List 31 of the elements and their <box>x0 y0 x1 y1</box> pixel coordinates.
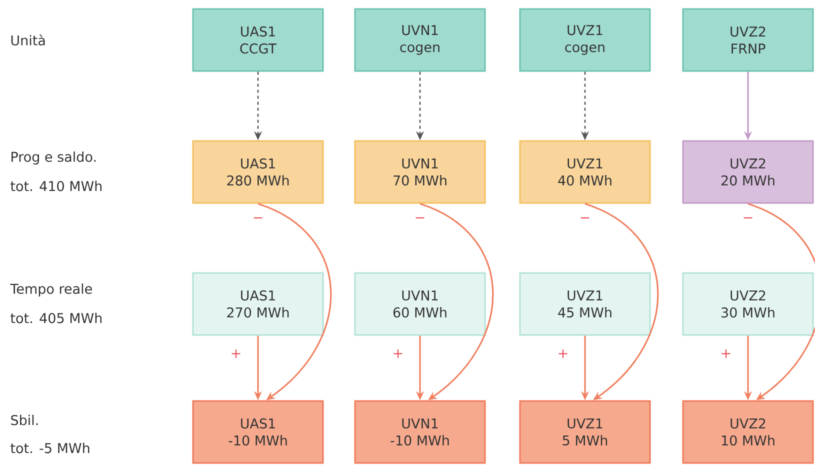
unit-box: UAS1 270 MWh <box>192 272 324 336</box>
row-label: Prog e saldo. <box>12 151 96 165</box>
unit-box: UVZ2 10 MWh <box>682 400 814 464</box>
unit-box: UAS1 CCGT <box>192 8 324 72</box>
unit-box: UVZ1 5 MWh <box>519 400 651 464</box>
unit-box: UAS1 -10 MWh <box>192 400 324 464</box>
row-label: tot. -5 MWh <box>10 442 90 454</box>
sign-label: − <box>416 217 424 218</box>
row-label: Tempo reale <box>10 283 92 297</box>
unit-box: UVN1 70 MWh <box>354 140 486 204</box>
row-label: Sbil. <box>11 414 38 426</box>
sign-label: + <box>394 350 402 358</box>
unit-box: UVZ1 cogen <box>519 8 651 72</box>
sign-label: + <box>722 350 730 358</box>
sign-label: + <box>232 350 240 358</box>
unit-box: UAS1 280 MWh <box>192 140 324 204</box>
unit-box: UVZ1 40 MWh <box>519 140 651 204</box>
sign-label: − <box>744 217 752 218</box>
unit-box: UVN1 -10 MWh <box>354 400 486 464</box>
unit-box: UVZ2 30 MWh <box>682 272 814 336</box>
row-label: tot. 410 MWh <box>10 180 102 192</box>
sign-label: − <box>580 217 590 218</box>
sign-label: − <box>254 217 262 218</box>
row-label: tot. 405 MWh <box>10 312 102 324</box>
unit-box: UVZ1 45 MWh <box>519 272 651 336</box>
sign-label: + <box>558 350 568 358</box>
unit-box: UVZ2 20 MWh <box>682 140 814 204</box>
unit-box: UVZ2 FRNP <box>682 8 814 72</box>
unit-box: UVN1 60 MWh <box>354 272 486 336</box>
unit-box: UVN1 cogen <box>354 8 486 72</box>
row-label: Unità <box>11 34 45 46</box>
